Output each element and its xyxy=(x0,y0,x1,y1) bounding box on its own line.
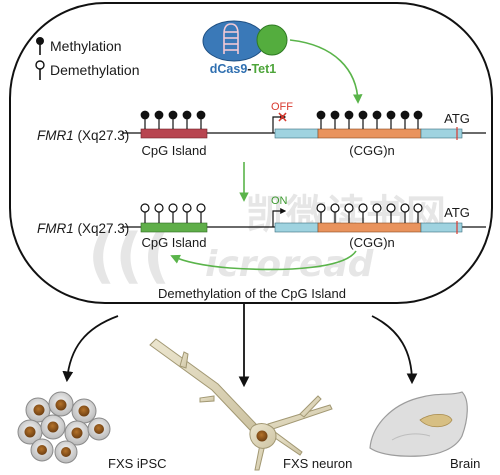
targeting-arrow xyxy=(289,39,363,104)
legend: Methylation Demethylation xyxy=(35,37,140,80)
bottom-locus-row: FMR1 (Xq27.3) CpG Island ON ATG (CGG)n xyxy=(37,195,486,250)
top-state-label: OFF xyxy=(271,101,293,113)
demethylation-legend-icon xyxy=(35,60,45,80)
bottom-cpg-label: CpG Island xyxy=(141,235,206,250)
top-repeat-label: (CGG)n xyxy=(349,143,395,158)
ipsc-cluster-icon xyxy=(17,391,111,464)
dcas9-tet1-complex: dCas9-Tet1 xyxy=(202,20,288,76)
methylation-legend-icon xyxy=(36,37,44,55)
bottom-state-label: ON xyxy=(271,195,288,207)
ipsc-label: FXS iPSC xyxy=(108,456,167,471)
methylation-legend-label: Methylation xyxy=(50,38,122,54)
bottom-utr-left xyxy=(274,222,319,233)
process-label: Demethylation of the CpG Island xyxy=(158,286,346,301)
bottom-cgg-repeat xyxy=(317,222,422,233)
top-utr-right xyxy=(420,128,463,139)
arrow-to-ipsc xyxy=(62,315,119,383)
demethylation-arrow xyxy=(170,250,357,271)
neuron-nucleus xyxy=(256,430,268,442)
bottom-atg-label: ATG xyxy=(444,205,470,220)
top-locus-row: FMR1 (Xq27.3) CpG Island OFF ATG (CGG)n xyxy=(37,101,486,158)
bottom-repeat-demethyl-marks xyxy=(316,203,423,223)
watermark-logo: ((( xyxy=(88,221,170,291)
top-tss-arrow xyxy=(272,114,287,133)
watermark-en: icroread xyxy=(205,244,375,285)
bottom-tss-arrow xyxy=(272,208,287,227)
bottom-utr-right xyxy=(420,222,463,233)
neuron-icon xyxy=(149,338,333,471)
effector-label: dCas9-Tet1 xyxy=(210,62,277,76)
brain-label: Brain xyxy=(450,456,480,471)
top-atg-label: ATG xyxy=(444,111,470,126)
top-repeat-methyl-marks xyxy=(316,110,423,129)
bottom-cpg-island xyxy=(140,222,208,233)
dcas9-protein xyxy=(202,20,266,62)
off-x-icon xyxy=(278,112,287,122)
top-gene-label: FMR1 (Xq27.3) xyxy=(37,128,129,143)
guide-rna-icon xyxy=(223,23,239,54)
tet1-protein xyxy=(256,24,288,56)
top-cpg-island xyxy=(140,128,208,139)
top-cpg-methyl-marks xyxy=(140,110,206,129)
bottom-cpg-demethyl-marks xyxy=(140,203,206,223)
top-cpg-label: CpG Island xyxy=(141,143,206,158)
brain-slice-icon xyxy=(369,391,468,457)
arrow-to-brain xyxy=(371,315,418,385)
top-utr-left xyxy=(274,128,319,139)
bottom-repeat-label: (CGG)n xyxy=(349,235,395,250)
bottom-gene-label: FMR1 (Xq27.3) xyxy=(37,221,129,236)
top-cgg-repeat xyxy=(317,128,422,139)
demethylation-legend-label: Demethylation xyxy=(50,62,140,78)
neuron-label: FXS neuron xyxy=(283,456,352,471)
